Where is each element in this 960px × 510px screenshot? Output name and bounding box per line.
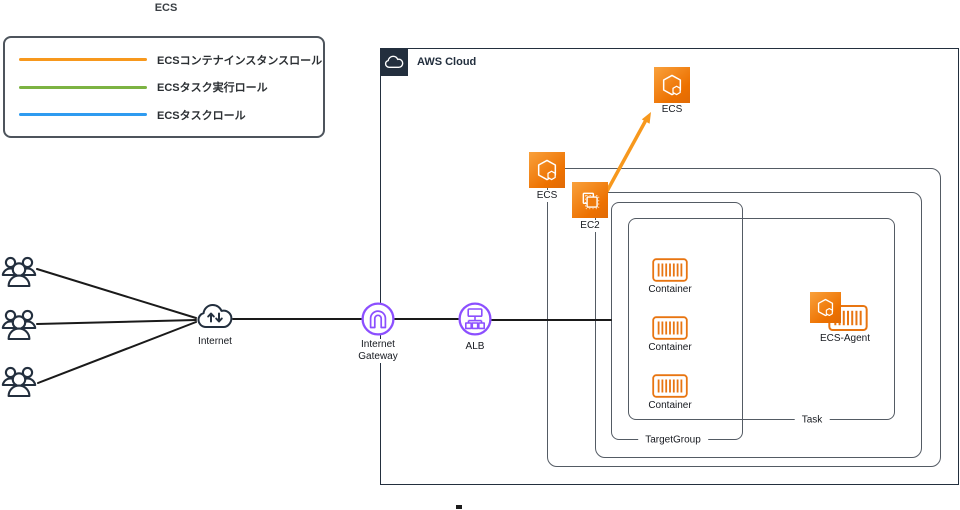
line-users1-internet xyxy=(36,268,197,319)
alb-icon xyxy=(458,302,492,336)
ecs-cluster-icon xyxy=(529,152,565,188)
internet-gateway-icon xyxy=(361,302,395,336)
users-icon-1 xyxy=(1,256,37,288)
aws-cloud-boundary: AWS Cloud xyxy=(380,48,959,485)
ecs-service-icon xyxy=(654,67,690,103)
container-label-2: Container xyxy=(645,342,695,354)
container-icon-1 xyxy=(652,258,688,282)
ecs-cluster-label: ECS xyxy=(533,190,561,202)
alb-label: ALB xyxy=(462,341,488,353)
diagram-title: ECS xyxy=(154,2,178,14)
container-label-1: Container xyxy=(645,284,695,296)
targetgroup-label: TargetGroup xyxy=(638,434,708,446)
line-users2-internet xyxy=(36,319,197,325)
ecs-agent-label: ECS-Agent xyxy=(816,333,874,345)
internet-gateway-label: Internet Gateway xyxy=(347,339,409,363)
ec2-icon xyxy=(572,182,608,218)
legend: ECSコンテナインスタンスロール ECSタスク実行ロール ECSタスクロール xyxy=(3,36,325,138)
internet-label: Internet xyxy=(195,336,235,348)
ec2-instance-boundary xyxy=(595,192,922,458)
container-icon-2 xyxy=(652,316,688,340)
task-label: Task xyxy=(794,414,830,426)
cropped-text-artifact xyxy=(456,505,462,509)
line-users3-internet xyxy=(37,321,197,384)
container-label-3: Container xyxy=(645,400,695,412)
internet-icon xyxy=(197,304,233,328)
legend-item-task-execution-role: ECSタスク実行ロール xyxy=(19,79,309,95)
container-icon-3 xyxy=(652,374,688,398)
legend-line-green xyxy=(19,85,147,89)
ecs-service-label: ECS xyxy=(658,104,686,116)
legend-item-container-instance-role: ECSコンテナインスタンスロール xyxy=(19,52,322,68)
ecs-cluster-boundary xyxy=(547,168,941,467)
users-icon-3 xyxy=(1,366,37,398)
aws-cloud-label: AWS Cloud xyxy=(417,56,477,68)
legend-line-orange xyxy=(19,58,147,61)
legend-line-blue xyxy=(19,113,147,116)
users-icon-2 xyxy=(1,309,37,341)
task-boundary xyxy=(628,218,895,420)
aws-cloud-icon xyxy=(380,48,408,76)
ecs-agent-icon xyxy=(810,292,870,334)
ec2-label: EC2 xyxy=(577,220,603,232)
legend-item-task-role: ECSタスクロール xyxy=(19,107,309,123)
